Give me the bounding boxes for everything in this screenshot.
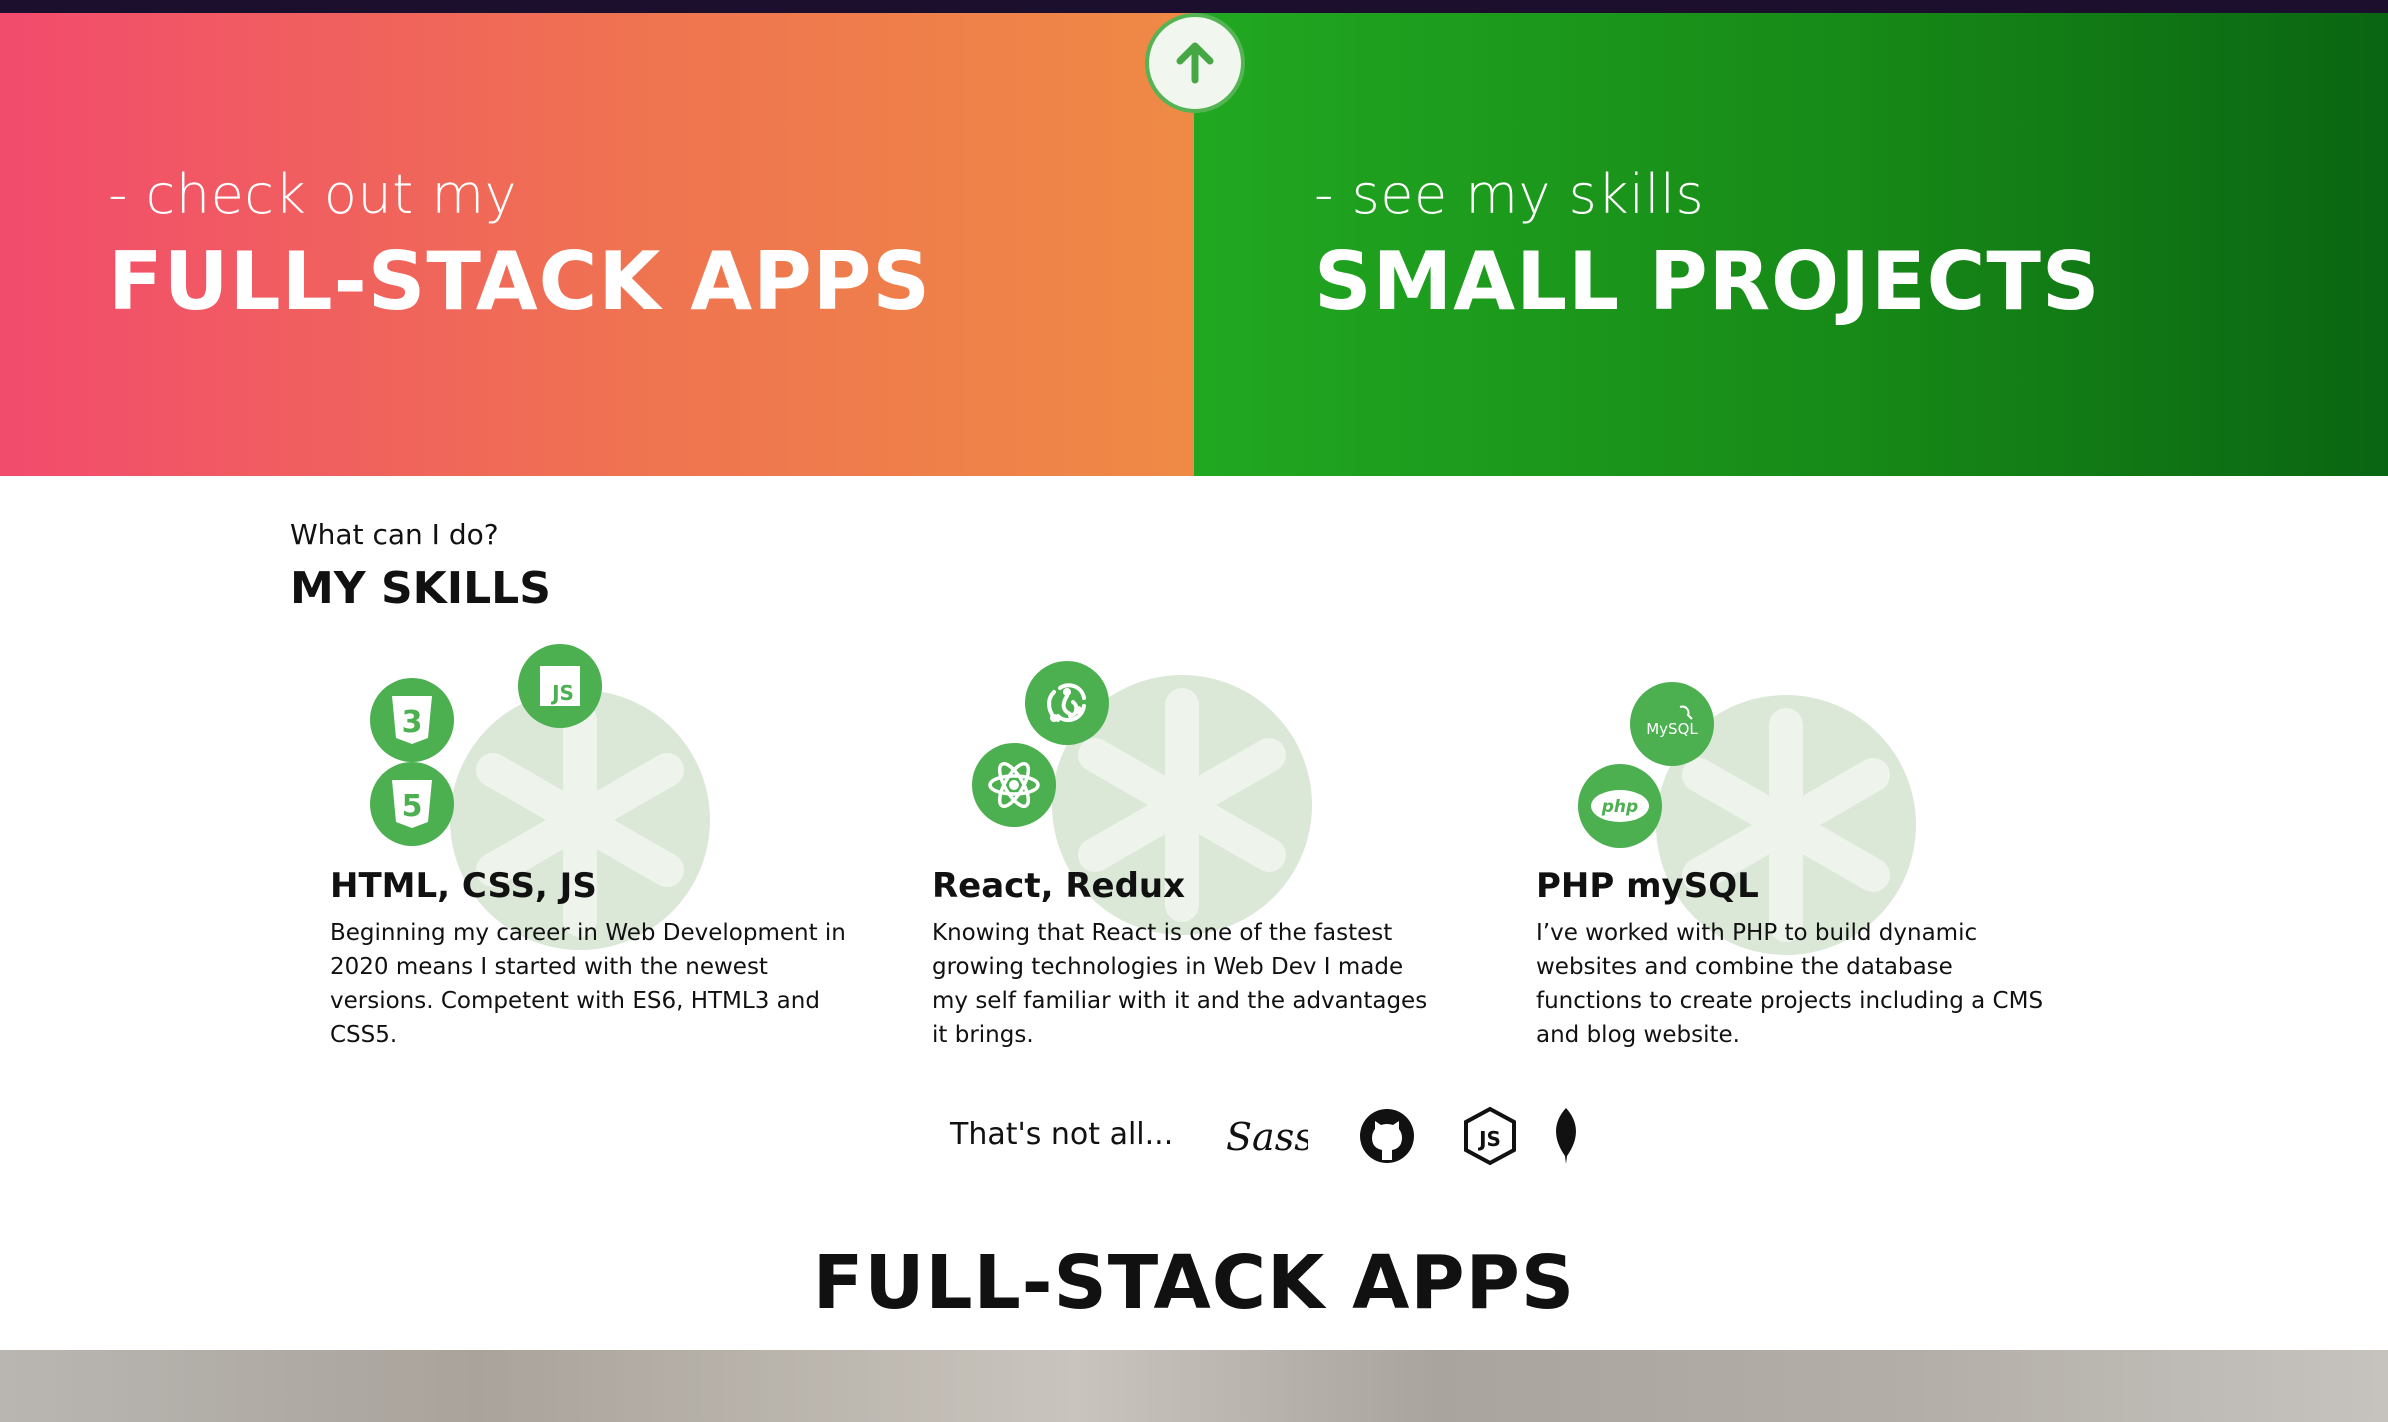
mongodb-icon — [1550, 1106, 1582, 1166]
asterisk-icon — [476, 703, 684, 937]
asterisk-icon — [1682, 708, 1890, 942]
svg-text:JS: JS — [550, 681, 574, 705]
skill-name: React, Redux — [932, 866, 1186, 906]
arrow-up-icon — [1176, 42, 1214, 84]
skill-card-php-mysql: MySQL php PHP mySQL I’ve worked with PHP… — [1456, 630, 2043, 1080]
css3-icon: 3 — [370, 678, 454, 762]
skill-card-html-css-js: 3 JS HTML, CSS, JS Beginning my career i… — [250, 630, 846, 1080]
svg-text:5: 5 — [402, 789, 423, 824]
react-icon — [972, 743, 1056, 827]
mysql-icon: MySQL — [1630, 682, 1714, 766]
svg-text:MySQL: MySQL — [1646, 720, 1698, 738]
svg-text:3: 3 — [402, 705, 423, 740]
skills-kicker: What can I do? — [290, 518, 499, 551]
extras-label: That's not all... — [950, 1117, 1174, 1152]
sass-icon: Sass — [1222, 1106, 1308, 1166]
nodejs-icon: JS — [1462, 1106, 1518, 1166]
html5-icon: 5 — [370, 762, 454, 846]
skill-description: Knowing that React is one of the fastest… — [932, 920, 1428, 1048]
skill-card-react-redux: React, Redux Knowing that React is one o… — [852, 630, 1427, 1080]
hero-right-title: SMALL PROJECTS — [1314, 235, 2101, 328]
github-icon[interactable] — [1357, 1106, 1417, 1166]
svg-text:Sass: Sass — [1226, 1115, 1308, 1159]
skill-description: I’ve worked with PHP to build dynamic we… — [1536, 920, 2044, 1048]
svg-text:php: php — [1601, 797, 1638, 817]
top-bar — [0, 0, 2388, 13]
skills-title: MY SKILLS — [290, 563, 551, 614]
skill-description: Beginning my career in Web Development i… — [330, 920, 846, 1048]
section-title: FULL-STACK APPS — [812, 1240, 1576, 1326]
projects-preview-strip — [0, 1350, 2388, 1422]
hero-left-subtitle: - check out my — [108, 163, 518, 226]
javascript-icon: JS — [518, 644, 602, 728]
asterisk-icon — [1078, 688, 1286, 922]
redux-icon — [1025, 661, 1109, 745]
skill-name: HTML, CSS, JS — [330, 866, 597, 906]
hero-left-title: FULL-STACK APPS — [108, 235, 932, 328]
hero-small-projects-link[interactable]: - see my skills SMALL PROJECTS — [1194, 13, 2388, 476]
scroll-top-button[interactable] — [1145, 13, 1245, 113]
hero-fullstack-link[interactable]: - check out my FULL-STACK APPS — [0, 13, 1194, 476]
skill-name: PHP mySQL — [1536, 866, 1759, 906]
hero-right-subtitle: - see my skills — [1314, 163, 1705, 226]
php-icon: php — [1578, 764, 1662, 848]
svg-text:JS: JS — [1477, 1127, 1501, 1151]
